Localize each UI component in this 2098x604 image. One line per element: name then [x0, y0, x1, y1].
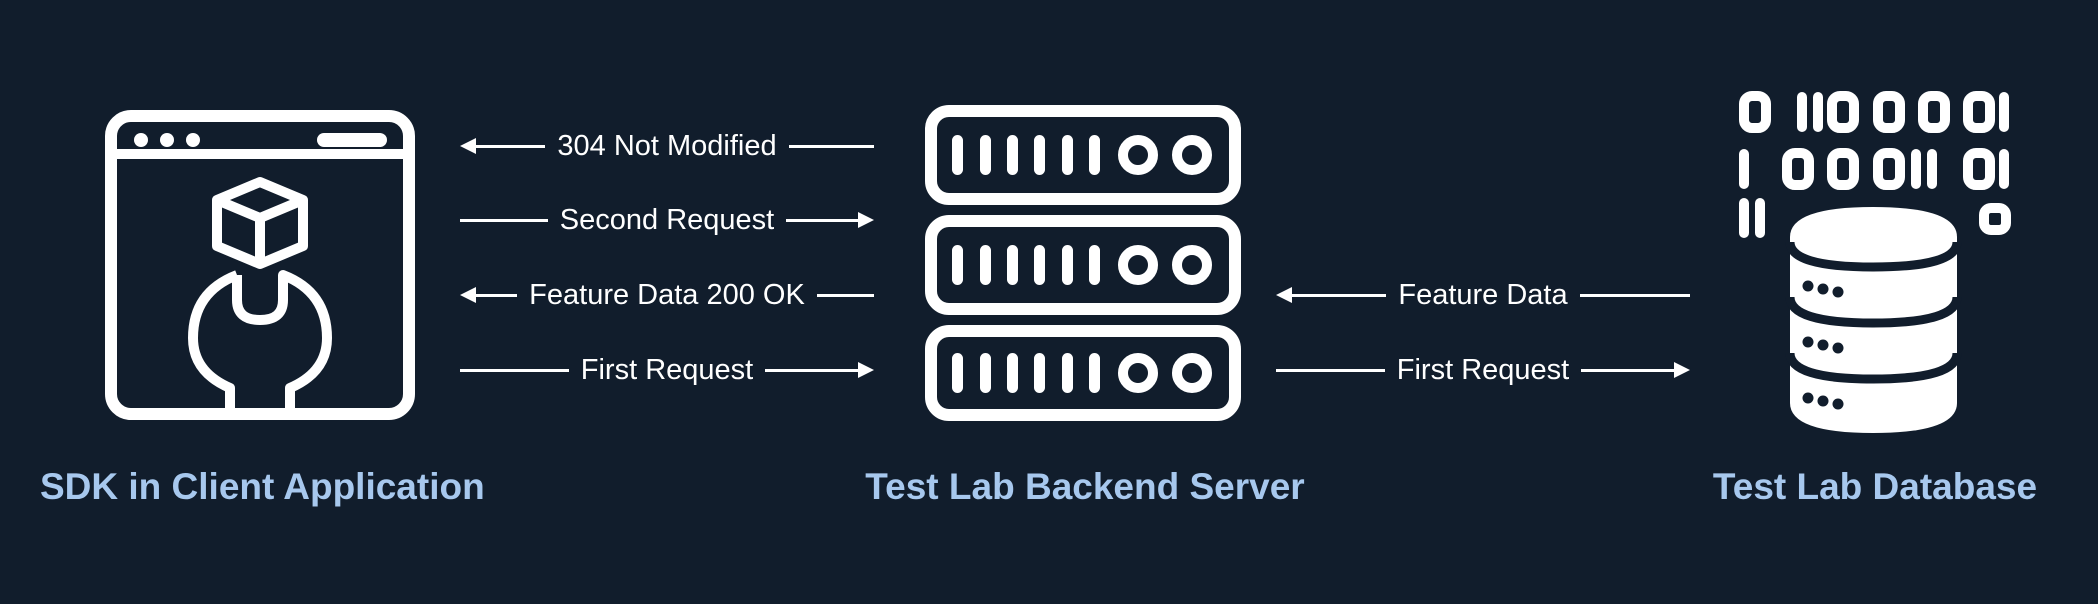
arrowhead-left-icon [1276, 287, 1292, 303]
arrow-feature-data-200-ok: Feature Data 200 OK [460, 275, 874, 315]
arrow-feature-data-db: Feature Data [1276, 275, 1690, 315]
arrow-first-request-client: First Request [460, 350, 874, 390]
server-label: Test Lab Backend Server [865, 466, 1305, 507]
arrowhead-right-icon [858, 362, 874, 378]
database-with-binary-icon [1739, 91, 2011, 433]
server-unit-top [925, 105, 1241, 205]
arrowhead-left-icon [460, 287, 476, 303]
arrowhead-right-icon [858, 212, 874, 228]
arrow-first-request-server: First Request [1276, 350, 1690, 390]
edge-label: Feature Data 200 OK [517, 279, 817, 311]
server-unit-middle [925, 215, 1241, 315]
edge-label: First Request [568, 354, 766, 386]
edge-label: Feature Data [1386, 279, 1580, 311]
client-label: SDK in Client Application [40, 466, 485, 507]
edge-label: 304 Not Modified [545, 130, 789, 162]
server-rack-icon [925, 105, 1241, 421]
browser-window-with-package-and-wrench-icon [105, 110, 415, 420]
database-label: Test Lab Database [1712, 466, 2038, 507]
arrow-second-request: Second Request [460, 200, 874, 240]
edge-label: First Request [1384, 354, 1582, 386]
arrowhead-right-icon [1674, 362, 1690, 378]
edge-label: Second Request [547, 204, 787, 236]
arrowhead-left-icon [460, 138, 476, 154]
server-unit-bottom [925, 325, 1241, 421]
arrow-304-not-modified: 304 Not Modified [460, 126, 874, 166]
